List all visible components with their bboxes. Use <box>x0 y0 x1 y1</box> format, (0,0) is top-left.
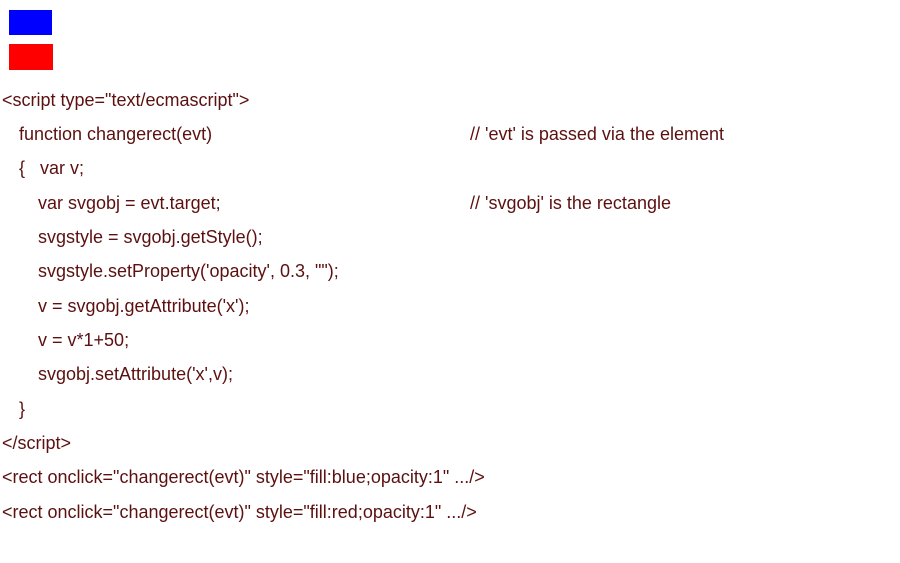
red-rect[interactable] <box>9 44 53 70</box>
code-line: </script> <box>0 431 900 455</box>
code-line: { var v; <box>0 156 900 180</box>
code-text: v = v*1+50; <box>38 330 130 350</box>
code-line: <rect onclick="changerect(evt)" style="f… <box>0 500 900 524</box>
code-line: svgobj.setAttribute('x',v); <box>0 362 900 386</box>
code-text: <script type="text/ecmascript"> <box>2 90 250 110</box>
code-text: <rect onclick="changerect(evt)" style="f… <box>2 467 485 487</box>
code-text: function changerect(evt) <box>19 124 213 144</box>
code-line: <rect onclick="changerect(evt)" style="f… <box>0 465 900 489</box>
code-line: } <box>0 397 900 421</box>
code-line: var svgobj = evt.target; // 'svgobj' is … <box>0 191 900 215</box>
code-text: </script> <box>2 433 72 453</box>
code-text: svgstyle.setProperty('opacity', 0.3, "")… <box>38 261 339 281</box>
code-comment: // 'evt' is passed via the element <box>470 124 725 144</box>
code-line: v = v*1+50; <box>0 328 900 352</box>
code-line: function changerect(evt) // 'evt' is pas… <box>0 122 900 146</box>
code-text: v = svgobj.getAttribute('x'); <box>38 296 250 316</box>
code-text: } <box>19 399 26 419</box>
code-text: svgobj.setAttribute('x',v); <box>38 364 233 384</box>
code-text: var svgobj = evt.target; <box>38 193 221 213</box>
code-line: svgstyle.setProperty('opacity', 0.3, "")… <box>0 259 900 283</box>
blue-rect[interactable] <box>9 10 52 35</box>
code-line: svgstyle = svgobj.getStyle(); <box>0 225 900 249</box>
code-comment: // 'svgobj' is the rectangle <box>470 193 671 213</box>
code-text: svgstyle = svgobj.getStyle(); <box>38 227 263 247</box>
code-text: <rect onclick="changerect(evt)" style="f… <box>2 502 477 522</box>
code-line: <script type="text/ecmascript"> <box>0 88 900 112</box>
code-text: { var v; <box>19 158 85 178</box>
code-line: v = svgobj.getAttribute('x'); <box>0 294 900 318</box>
